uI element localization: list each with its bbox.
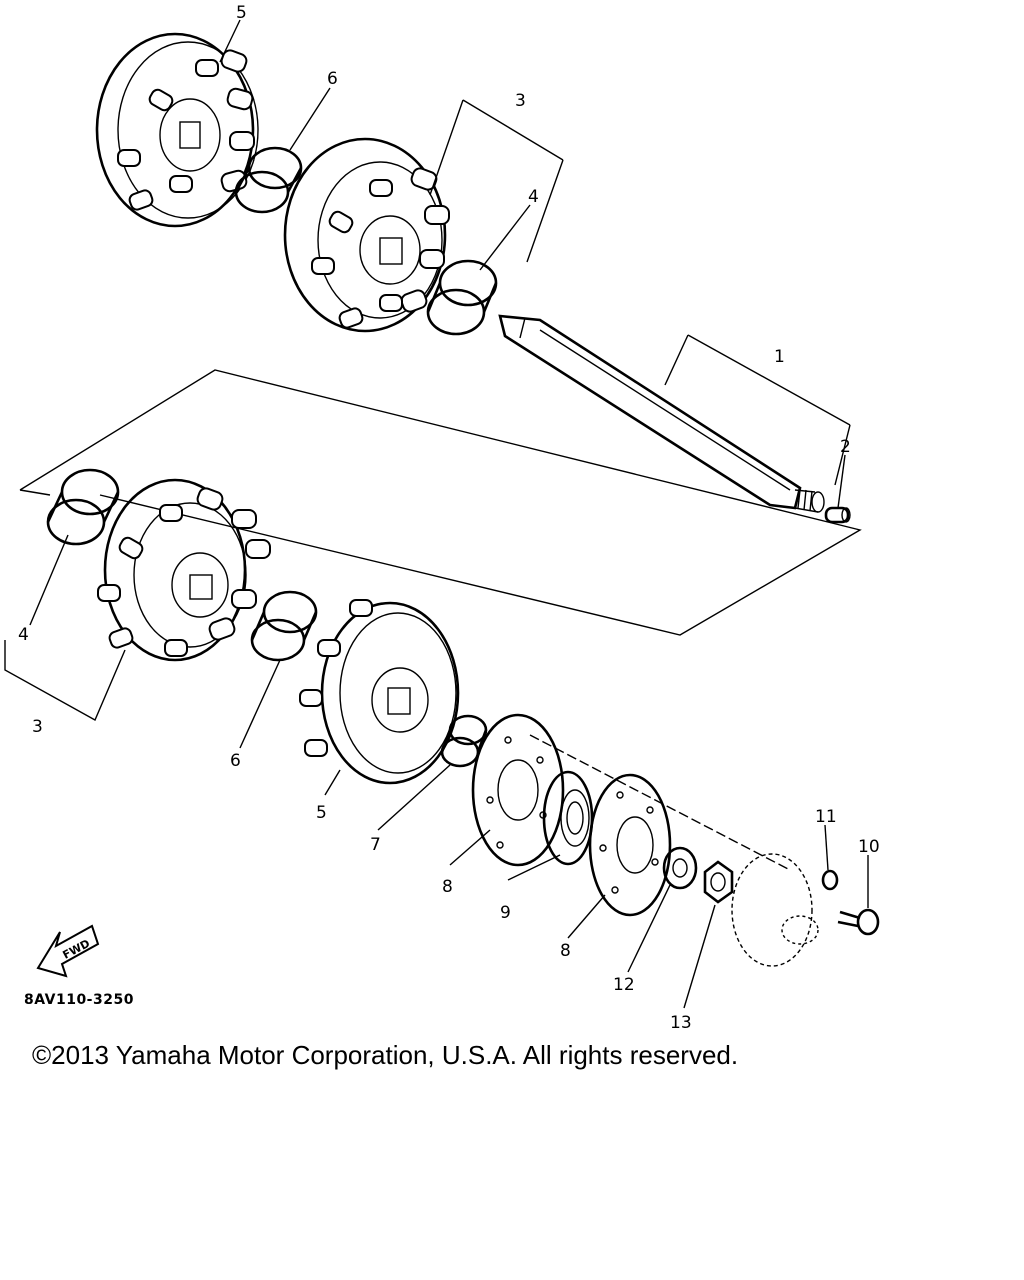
callout-8-left: 8 <box>442 877 453 897</box>
pin <box>824 506 851 524</box>
flange-right <box>588 773 672 917</box>
callout-2: 2 <box>840 437 851 457</box>
exploded-parts-diagram: 5 6 3 4 1 2 4 3 6 5 7 8 9 8 12 13 11 10 … <box>4 3 880 1033</box>
callout-3-bottom: 3 <box>32 717 43 737</box>
shaft <box>498 314 825 513</box>
collar-top <box>234 146 303 214</box>
callout-13: 13 <box>670 1013 692 1033</box>
leader-lines <box>29 19 869 1009</box>
callout-8-right: 8 <box>560 941 571 961</box>
ring-top <box>426 259 498 336</box>
forward-arrow-icon: FWD <box>36 924 100 978</box>
callout-6-bottom: 6 <box>230 751 241 771</box>
callout-12: 12 <box>613 975 635 995</box>
part-code: 8AV110-3250 <box>24 992 134 1008</box>
callout-10: 10 <box>858 837 880 857</box>
bracket-lines <box>4 99 862 721</box>
callout-3-top: 3 <box>515 91 526 111</box>
callout-5-top: 5 <box>236 3 247 23</box>
callout-4-top: 4 <box>528 187 539 207</box>
callout-11: 11 <box>815 807 837 827</box>
callout-9: 9 <box>500 903 511 923</box>
collar-bottom <box>250 590 318 662</box>
bolt <box>837 908 880 936</box>
callout-1: 1 <box>774 347 785 367</box>
small-washer <box>821 869 839 891</box>
bearing <box>542 770 594 866</box>
spacer <box>440 714 488 768</box>
callout-4-bottom: 4 <box>18 625 29 645</box>
flange-left <box>471 713 565 867</box>
callout-7: 7 <box>370 835 381 855</box>
sprocket-wheel-bottom <box>299 599 460 785</box>
sprocket-wheel-top-left <box>95 32 259 228</box>
ring-bottom <box>46 468 120 546</box>
sprocket-top-middle <box>283 137 450 333</box>
hub <box>529 734 819 967</box>
callout-5-bottom: 5 <box>316 803 327 823</box>
callout-6-top: 6 <box>327 69 338 89</box>
sprocket-bottom <box>97 478 271 662</box>
nut <box>703 860 734 904</box>
washer <box>662 846 698 890</box>
copyright-notice: ©2013 Yamaha Motor Corporation, U.S.A. A… <box>32 1040 739 1070</box>
